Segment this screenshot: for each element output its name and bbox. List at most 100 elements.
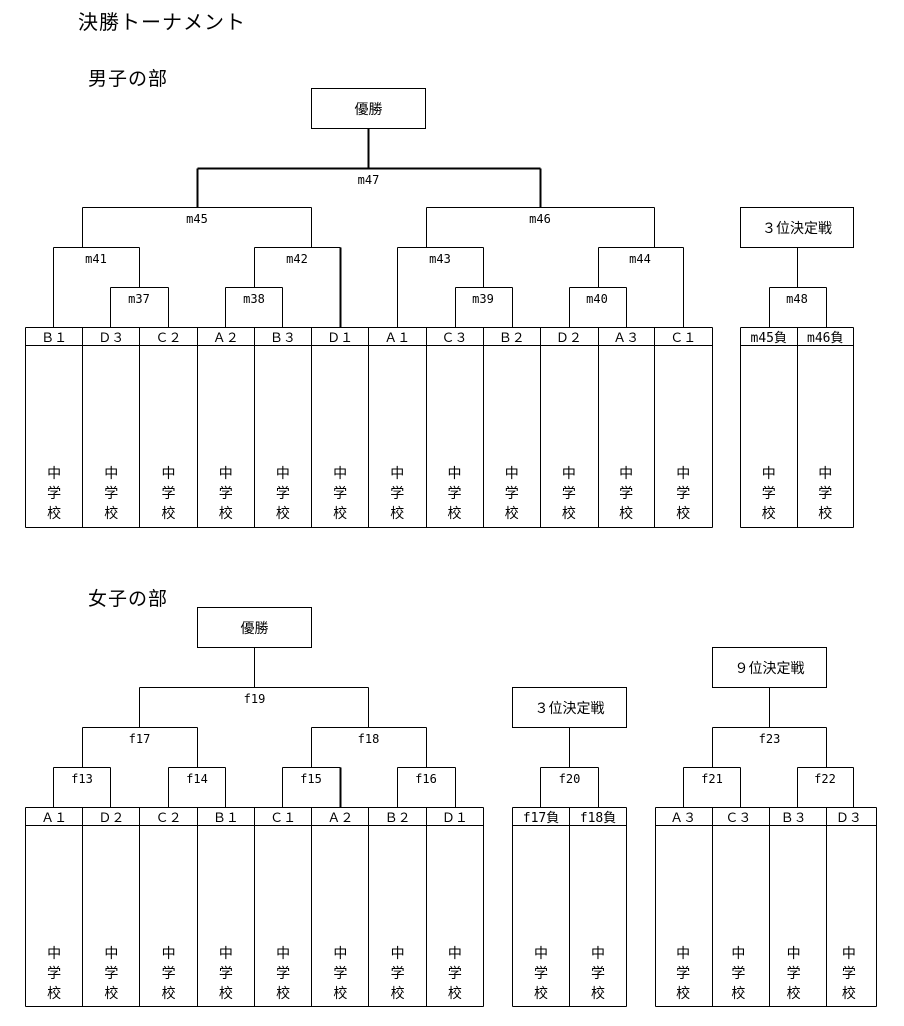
match-label-f21: f21 bbox=[701, 772, 723, 786]
girls-third-place-title: ３位決定戦 bbox=[535, 701, 605, 717]
boys-slot-school-char: 学 bbox=[676, 486, 690, 502]
boys-third-slot-school-char: 中 bbox=[762, 466, 776, 482]
boys-slot-school-char: 校 bbox=[505, 505, 519, 522]
girls-ninth-slot-school-char: 校 bbox=[676, 985, 690, 1002]
boys-third-slot-school-char: 学 bbox=[818, 486, 832, 502]
match-label-m41: m41 bbox=[85, 252, 107, 266]
girls-slot-school-char: 校 bbox=[333, 985, 347, 1002]
girls-slot-school-char: 中 bbox=[276, 946, 290, 962]
girls-slot-school-char: 中 bbox=[47, 946, 61, 962]
girls-ninth-slot-school-char: 学 bbox=[787, 966, 801, 982]
girls-ninth-slot-label: Ｃ３ bbox=[725, 811, 751, 826]
match-label-f22: f22 bbox=[814, 772, 836, 786]
boys-slot-school-char: 中 bbox=[390, 466, 404, 482]
girls-third-slot-school-char: 学 bbox=[591, 966, 605, 982]
match-label-m42: m42 bbox=[286, 252, 308, 266]
boys-third-slot-school-char: 中 bbox=[818, 466, 832, 482]
match-label-m46: m46 bbox=[529, 212, 551, 226]
match-label-f14: f14 bbox=[186, 772, 208, 786]
girls-slot-school-char: 学 bbox=[391, 966, 405, 982]
girls-ninth-slot-school-char: 学 bbox=[731, 966, 745, 982]
girls-third-slot-label: f17負 bbox=[523, 811, 559, 826]
boys-slot-school-char: 中 bbox=[676, 466, 690, 482]
boys-slot-school-char: 校 bbox=[676, 505, 690, 522]
girls-third-slot-school-char: 校 bbox=[534, 985, 548, 1002]
boys-champion-label: 優勝 bbox=[355, 102, 383, 118]
page-title: 決勝トーナメント bbox=[78, 10, 246, 34]
boys-slot-school-char: 校 bbox=[276, 505, 290, 522]
boys-third-slot-school-char: 校 bbox=[762, 505, 776, 522]
girls-third-slot-school-char: 校 bbox=[591, 985, 605, 1002]
girls-slot-school-char: 学 bbox=[162, 966, 176, 982]
girls-slot-school-char: 校 bbox=[391, 985, 405, 1002]
match-label-f15: f15 bbox=[300, 772, 322, 786]
boys-slot-label: Ａ１ bbox=[384, 331, 410, 346]
girls-slot-school-char: 校 bbox=[219, 985, 233, 1002]
boys-slot-school-char: 中 bbox=[505, 466, 519, 482]
match-label-f13: f13 bbox=[71, 772, 93, 786]
boys-slot-school-char: 中 bbox=[619, 466, 633, 482]
girls-third-slot-label: f18負 bbox=[580, 811, 616, 826]
girls-ninth-slot-school-char: 学 bbox=[676, 966, 690, 982]
girls-slot-school-char: 校 bbox=[162, 985, 176, 1002]
girls-slot-school-char: 学 bbox=[333, 966, 347, 982]
girls-ninth-slot-school-char: 校 bbox=[842, 985, 856, 1002]
girls-third-slot-school-char: 学 bbox=[534, 966, 548, 982]
boys-slot-school-char: 校 bbox=[562, 505, 576, 522]
girls-ninth-slot-label: Ｄ３ bbox=[836, 811, 862, 826]
boys-slot-school-char: 学 bbox=[219, 486, 233, 502]
boys-slot-label: Ｄ１ bbox=[327, 331, 353, 346]
girls-ninth-slot-school-char: 学 bbox=[842, 966, 856, 982]
girls-section-title: 女子の部 bbox=[88, 588, 169, 610]
girls-ninth-slot-label: Ｂ３ bbox=[781, 811, 807, 826]
girls-slot-school-char: 校 bbox=[104, 985, 118, 1002]
girls-slot-label: Ｃ１ bbox=[270, 811, 296, 826]
boys-slot-school-char: 校 bbox=[104, 505, 118, 522]
girls-ninth-place-title: ９位決定戦 bbox=[735, 661, 805, 677]
girls-slot-school-char: 学 bbox=[104, 966, 118, 982]
match-label-m43: m43 bbox=[429, 252, 451, 266]
boys-slot-school-char: 校 bbox=[448, 505, 462, 522]
girls-ninth-slot-school-char: 校 bbox=[731, 985, 745, 1002]
boys-third-slot-school-char: 校 bbox=[818, 505, 832, 522]
girls-ninth-slot-school-char: 中 bbox=[787, 946, 801, 962]
boys-slot-school-char: 中 bbox=[47, 466, 61, 482]
girls-slot-label: Ｂ１ bbox=[213, 811, 239, 826]
boys-slot-school-char: 中 bbox=[162, 466, 176, 482]
boys-slot-school-char: 学 bbox=[276, 486, 290, 502]
boys-slot-school-char: 中 bbox=[219, 466, 233, 482]
boys-section-title: 男子の部 bbox=[88, 68, 169, 90]
boys-slot-school-char: 中 bbox=[104, 466, 118, 482]
boys-slot-school-char: 学 bbox=[390, 486, 404, 502]
boys-slot-label: Ｂ１ bbox=[41, 331, 67, 346]
girls-third-slot-school-char: 中 bbox=[534, 946, 548, 962]
boys-slot-label: Ｄ３ bbox=[98, 331, 124, 346]
girls-slot-label: Ａ１ bbox=[41, 811, 67, 826]
boys-slot-school-char: 校 bbox=[619, 505, 633, 522]
match-label-f20: f20 bbox=[559, 772, 581, 786]
boys-slot-label: Ａ３ bbox=[613, 331, 639, 346]
boys-slot-school-char: 中 bbox=[276, 466, 290, 482]
match-label-m48: m48 bbox=[786, 292, 808, 306]
match-label-f23: f23 bbox=[759, 732, 781, 746]
match-label-m37: m37 bbox=[128, 292, 150, 306]
match-label-m40: m40 bbox=[586, 292, 608, 306]
girls-slot-school-char: 校 bbox=[448, 985, 462, 1002]
boys-slot-school-char: 校 bbox=[390, 505, 404, 522]
boys-slot-school-char: 学 bbox=[104, 486, 118, 502]
boys-slot-school-char: 学 bbox=[562, 486, 576, 502]
boys-slot-school-char: 校 bbox=[333, 505, 347, 522]
match-label-f17: f17 bbox=[129, 732, 151, 746]
girls-ninth-slot-school-char: 中 bbox=[676, 946, 690, 962]
boys-slot-school-char: 学 bbox=[333, 486, 347, 502]
girls-slot-school-char: 学 bbox=[448, 966, 462, 982]
girls-ninth-place-lines bbox=[655, 647, 877, 1007]
match-label-f16: f16 bbox=[415, 772, 437, 786]
boys-slot-school-char: 中 bbox=[333, 466, 347, 482]
girls-slot-label: Ａ２ bbox=[327, 811, 353, 826]
girls-third-slot-school-char: 中 bbox=[591, 946, 605, 962]
boys-third-place-lines bbox=[740, 207, 854, 528]
girls-slot-school-char: 中 bbox=[391, 946, 405, 962]
girls-champion-label: 優勝 bbox=[241, 621, 269, 637]
